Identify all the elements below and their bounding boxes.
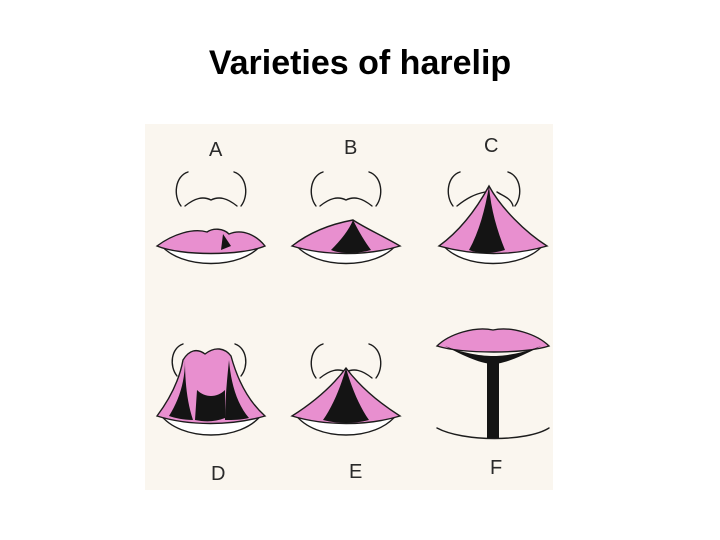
panel-c-cleft [469, 186, 505, 253]
panel-d-label: D [211, 463, 226, 485]
panel-f-upper-lip [435, 328, 551, 353]
panel-a-upper-lip [155, 228, 267, 255]
harelip-illustration: .out { fill: none; stroke: #1c1c1c; stro… [155, 171, 551, 440]
panel-f-drawing [435, 328, 551, 440]
panel-d-left-cleft [169, 360, 193, 420]
panel-c-label: C [484, 135, 499, 157]
panel-c-nose [447, 171, 521, 207]
panel-a-nose [175, 171, 247, 207]
panel-c-drawing [437, 171, 549, 265]
panel-a-cleft [221, 234, 231, 250]
panel-e-label: E [349, 461, 363, 483]
panel-d-right-cleft [225, 360, 249, 420]
panel-b-drawing [290, 171, 402, 265]
panel-b-label: B [344, 137, 358, 159]
panel-d-nose [171, 343, 247, 377]
panel-e-cleft [323, 368, 369, 423]
panel-f-label: F [490, 457, 503, 479]
panel-d-drawing [155, 343, 267, 436]
panel-b-cleft [331, 220, 371, 253]
panel-f-chin-cleft [487, 356, 499, 438]
panel-e-drawing [290, 343, 402, 436]
panel-a-label: A [209, 139, 223, 161]
slide-title: Varieties of harelip [208, 44, 512, 82]
panel-b-nose [310, 171, 382, 207]
panel-d-premaxilla-base [195, 390, 225, 422]
panel-f-jaw-line [436, 427, 550, 440]
panel-a-drawing [155, 171, 267, 265]
harelip-figure: .out { fill: none; stroke: #1c1c1c; stro… [145, 124, 553, 490]
